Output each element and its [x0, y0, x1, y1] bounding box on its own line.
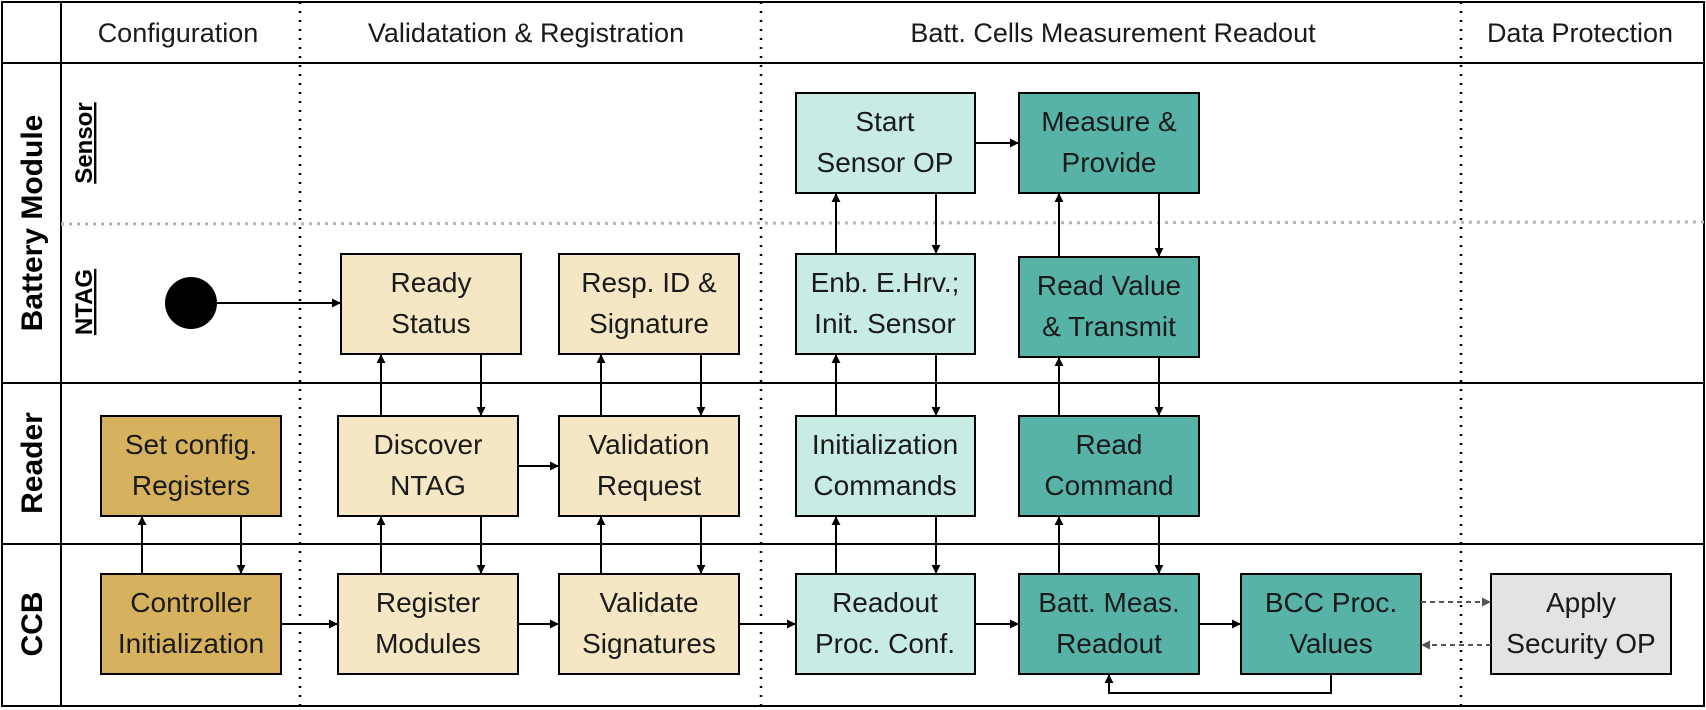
box-label-line: Ready — [391, 267, 472, 298]
box-label-line: Command — [1044, 470, 1173, 501]
lane-label-ccb: CCB — [16, 592, 49, 657]
box-label-line: Signature — [589, 308, 709, 339]
box-set-config-registers: Set config. Registers — [100, 415, 282, 517]
box-label-line: Init. Sensor — [814, 308, 956, 339]
box-read-command: Read Command — [1018, 415, 1200, 517]
box-label-line: BCC Proc. — [1265, 587, 1397, 618]
box-label-line: & Transmit — [1042, 311, 1176, 342]
box-label-line: Enb. E.Hrv.; — [811, 267, 960, 298]
box-validate-signatures: Validate Signatures — [558, 573, 740, 675]
box-enb-init-sensor: Enb. E.Hrv.; Init. Sensor — [795, 253, 976, 355]
box-controller-initialization: Controller Initialization — [100, 573, 282, 675]
box-validation-request: Validation Request — [558, 415, 740, 517]
box-ready-status: Ready Status — [340, 253, 522, 355]
phase-dividers — [298, 2, 1463, 706]
box-label-line: Registers — [132, 470, 250, 501]
box-label-line: Apply — [1546, 587, 1616, 618]
box-label-line: Readout — [1056, 628, 1162, 659]
box-label-line: Discover — [374, 429, 483, 460]
box-label-line: Request — [597, 470, 702, 501]
box-initialization-commands: Initialization Commands — [795, 415, 976, 517]
box-label-line: Register — [376, 587, 480, 618]
box-measure-provide: Measure & Provide — [1018, 92, 1200, 194]
box-readout-proc-conf: Readout Proc. Conf. — [795, 573, 976, 675]
box-label-line: Sensor OP — [817, 147, 954, 178]
box-label-line: Status — [391, 308, 470, 339]
lane-label-reader: Reader — [16, 412, 49, 514]
arrow-bcc-loop-to-batt-meas — [1104, 674, 1332, 694]
box-label-line: Read — [1076, 429, 1143, 460]
box-bcc-proc-values: BCC Proc. Values — [1240, 573, 1422, 675]
phase-title-configuration: Configuration — [98, 18, 259, 48]
box-batt-meas-readout: Batt. Meas. Readout — [1018, 573, 1200, 675]
box-label-line: Readout — [832, 587, 938, 618]
box-discover-ntag: Discover NTAG — [337, 415, 519, 517]
box-label-line: Validate — [599, 587, 698, 618]
box-label-line: Values — [1289, 628, 1373, 659]
sublane-label-sensor: Sensor — [71, 102, 98, 183]
box-label-line: Measure & — [1041, 106, 1177, 137]
box-apply-security-op: Apply Security OP — [1490, 573, 1672, 675]
box-label-line: Proc. Conf. — [815, 628, 955, 659]
lane-label-battery-module: Battery Module — [16, 115, 49, 332]
sublane-divider-sensor-ntag — [60, 220, 1705, 226]
box-label-line: Resp. ID & — [581, 267, 717, 298]
box-label-line: Commands — [813, 470, 956, 501]
sublane-label-ntag: NTAG — [71, 269, 98, 335]
box-label-line: Set config. — [125, 429, 257, 460]
box-label-line: Security OP — [1506, 628, 1655, 659]
box-label-line: Controller — [130, 587, 251, 618]
box-label-line: Modules — [375, 628, 481, 659]
phase-title-protection: Data Protection — [1487, 18, 1673, 48]
phase-title-validation: Validatation & Registration — [368, 18, 684, 48]
box-start-sensor-op: Start Sensor OP — [795, 92, 976, 194]
box-label-line: Signatures — [582, 628, 716, 659]
box-label-line: Provide — [1062, 147, 1157, 178]
dashed-arrows — [1421, 597, 1491, 650]
box-label-line: Start — [855, 106, 914, 137]
box-label-line: Initialization — [118, 628, 264, 659]
box-label-line: Read Value — [1037, 270, 1181, 301]
phase-title-readout: Batt. Cells Measurement Readout — [910, 18, 1316, 48]
box-label-line: Batt. Meas. — [1038, 587, 1180, 618]
box-resp-id-signature: Resp. ID & Signature — [558, 253, 740, 355]
box-read-value-transmit: Read Value & Transmit — [1018, 256, 1200, 358]
box-label-line: Initialization — [812, 429, 958, 460]
box-register-modules: Register Modules — [337, 573, 519, 675]
box-label-line: NTAG — [390, 470, 466, 501]
start-node — [165, 277, 217, 329]
box-label-line: Validation — [589, 429, 710, 460]
flow-arrows — [137, 138, 1332, 694]
